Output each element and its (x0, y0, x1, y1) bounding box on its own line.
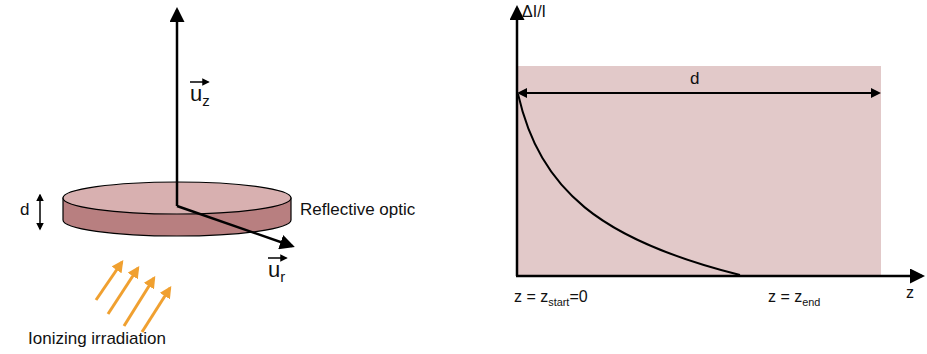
axis-tick-label: z = zstart=0 (514, 288, 588, 309)
irradiation-arrows (96, 262, 170, 332)
part-label: Reflective optic (300, 201, 415, 220)
subscript: r (280, 268, 285, 285)
thickness-arrow (519, 92, 879, 94)
label-text: z = z (514, 288, 548, 305)
label-text: z = z (768, 288, 802, 305)
label-text: Reflective optic (300, 200, 415, 219)
axis-tick-label: z = zend (768, 288, 820, 309)
label-text: Ionizing irradiation (28, 329, 166, 348)
label-text: u (190, 81, 202, 106)
unit-vector-label: uz (190, 82, 210, 110)
axis-label: z (906, 284, 914, 302)
subscript: end (802, 296, 820, 308)
thickness-arrow (39, 195, 41, 229)
subscript: z (202, 92, 209, 109)
ur-axis (177, 206, 292, 246)
subscript: start (548, 296, 569, 308)
label-text: z (906, 284, 914, 301)
decay-curve (518, 94, 740, 275)
x-axis (516, 275, 922, 278)
label-text: ΔI/I (522, 3, 546, 20)
y-axis (516, 8, 519, 276)
unit-vector-label: ur (268, 258, 285, 286)
uz-axis (176, 10, 179, 206)
dimension-label: d (20, 201, 29, 220)
label-text: =0 (569, 288, 587, 305)
optic-region (517, 66, 881, 275)
dimension-label: d (690, 70, 699, 89)
irradiation-label: Ionizing irradiation (28, 330, 166, 349)
axis-label: ΔI/I (522, 3, 546, 21)
label-text: u (268, 257, 280, 282)
label-text: d (690, 69, 699, 88)
label-text: d (20, 200, 29, 219)
